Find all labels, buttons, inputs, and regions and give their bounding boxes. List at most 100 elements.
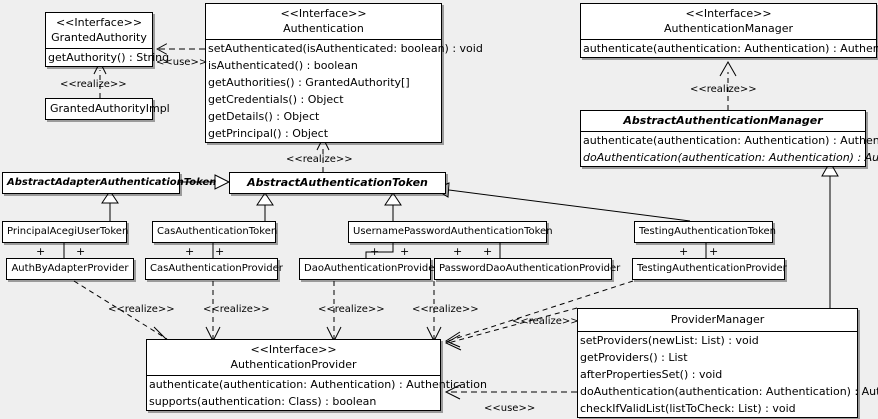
assoc-plus-mark: + — [453, 245, 463, 258]
class-name-label: UsernamePasswordAuthenticationToken — [353, 226, 553, 237]
operation-row: setAuthenticated(isAuthenticated: boolea… — [208, 42, 483, 55]
class-name-label: AuthenticationProvider — [230, 358, 357, 371]
class-password-dao-authentication-provider[interactable]: PasswordDaoAuthenticationProvider — [434, 258, 621, 280]
class-header: CasAuthenticationToken — [153, 222, 278, 242]
class-dao-authentication-provider[interactable]: DaoAuthenticationProvider — [299, 258, 439, 280]
class-header: AbstractAuthenticationToken — [230, 173, 445, 193]
edge-generalization-principalacegiusertoken — [101, 190, 119, 221]
operation-row: authenticate(authentication: Authenticat… — [583, 134, 878, 147]
class-header: UsernamePasswordAuthenticationToken — [349, 222, 553, 242]
class-name-label: AuthByAdapterProvider — [11, 263, 129, 274]
class-header: DaoAuthenticationProvider — [300, 259, 439, 279]
edge-generalization-testingauthenticationtoken — [433, 182, 691, 222]
assoc-plus-mark: + — [76, 245, 86, 258]
operation-row: doAuthentication(authentication: Authent… — [583, 151, 878, 164]
divider — [581, 131, 865, 132]
operations-compartment: authenticate(authentication: Authenticat… — [147, 376, 487, 410]
class-header: PrincipalAcegiUserToken — [3, 222, 129, 242]
class-header: <<Interface>> Authentication — [206, 4, 441, 39]
edge-label-realize-grantedauthorityimpl: <<realize>> — [60, 79, 127, 90]
stereotype-label: <<Interface>> — [55, 16, 143, 29]
class-name-label: DaoAuthenticationProvider — [304, 263, 439, 274]
operation-row: isAuthenticated() : boolean — [208, 59, 358, 72]
class-name-label: CasAuthenticationToken — [157, 226, 278, 237]
operation-row: getAuthority() : String — [48, 51, 170, 64]
assoc-plus-mark: + — [36, 245, 46, 258]
stereotype-label: <<Interface>> — [280, 7, 367, 20]
class-abstract-authentication-token[interactable]: AbstractAuthenticationToken — [229, 172, 446, 194]
operation-row: checkIfValidList(listToCheck: List) : vo… — [580, 402, 796, 415]
class-testing-authentication-provider[interactable]: TestingAuthenticationProvider — [632, 258, 787, 280]
stereotype-label: <<Interface>> — [250, 343, 337, 356]
edge-label-realize-providermanager: <<realize>> — [512, 316, 579, 327]
class-auth-by-adapter-provider[interactable]: AuthByAdapterProvider — [6, 258, 134, 280]
class-name-label: PasswordDaoAuthenticationProvider — [439, 263, 621, 274]
operation-row: getDetails() : Object — [208, 110, 320, 123]
edge-label-realize-daoauthenticationprovider: <<realize>> — [318, 304, 385, 315]
class-name-label: PrincipalAcegiUserToken — [7, 226, 129, 237]
assoc-plus-mark: + — [483, 245, 493, 258]
class-cas-authentication-token[interactable]: CasAuthenticationToken — [152, 221, 278, 243]
operation-row: doAuthentication(authentication: Authent… — [580, 385, 878, 398]
assoc-plus-mark: + — [370, 245, 380, 258]
class-name-label: GrantedAuthorityImpl — [50, 102, 170, 115]
class-abstract-authentication-manager[interactable]: AbstractAuthenticationManager authentica… — [580, 110, 878, 167]
edge-label-realize-passworddaoauthenticationprovider: <<realize>> — [412, 304, 479, 315]
class-principal-acegi-user-token[interactable]: PrincipalAcegiUserToken — [2, 221, 129, 243]
operation-row: afterPropertiesSet() : void — [580, 368, 723, 381]
edge-generalization-usernamepasswordtoken — [384, 192, 402, 221]
class-name-label: TestingAuthenticationProvider — [637, 263, 787, 274]
class-name-label: GrantedAuthority — [51, 31, 147, 44]
operation-row: getAuthorities() : GrantedAuthority[] — [208, 76, 410, 89]
operations-compartment: authenticate(authentication: Authenticat… — [581, 132, 878, 166]
class-authentication[interactable]: <<Interface>> Authentication setAuthenti… — [205, 3, 483, 143]
class-provider-manager[interactable]: ProviderManager setProviders(newList: Li… — [577, 308, 878, 418]
class-name-label: AbstractAuthenticationToken — [247, 176, 428, 189]
edge-label-realize-abstractauthenticationtoken: <<realize>> — [286, 154, 353, 165]
class-name-label: AbstractAuthenticationManager — [623, 114, 823, 127]
divider — [147, 375, 440, 376]
operation-row: setProviders(newList: List) : void — [580, 334, 759, 347]
divider — [206, 39, 441, 40]
class-abstract-adapter-authentication-token[interactable]: AbstractAdapterAuthenticationToken — [2, 172, 217, 194]
class-name-label: TestingAuthenticationToken — [639, 226, 777, 237]
edge-generalization-casauthenticationtoken — [256, 192, 274, 221]
class-authentication-manager[interactable]: <<Interface>> AuthenticationManager auth… — [580, 3, 878, 58]
class-cas-authentication-provider[interactable]: CasAuthenticationProvider — [145, 258, 283, 280]
class-name-label: AuthenticationManager — [664, 22, 793, 35]
operations-compartment: authenticate(authentication: Authenticat… — [581, 40, 878, 57]
class-username-password-authentication-token[interactable]: UsernamePasswordAuthenticationToken — [348, 221, 553, 243]
class-header: PasswordDaoAuthenticationProvider — [435, 259, 621, 279]
class-authentication-provider[interactable]: <<Interface>> AuthenticationProvider aut… — [146, 339, 487, 411]
class-testing-authentication-token[interactable]: TestingAuthenticationToken — [634, 221, 777, 243]
class-header: GrantedAuthorityImpl — [46, 99, 170, 119]
class-header: AuthByAdapterProvider — [7, 259, 133, 279]
class-header: TestingAuthenticationProvider — [633, 259, 787, 279]
class-header: CasAuthenticationProvider — [146, 259, 283, 279]
edge-label-use-authentication-grantedauthority: <<use>> — [156, 57, 208, 68]
assoc-plus-mark: + — [215, 245, 225, 258]
assoc-plus-mark: + — [400, 245, 410, 258]
operation-row: getProviders() : List — [580, 351, 688, 364]
class-name-label: CasAuthenticationProvider — [150, 263, 283, 274]
class-name-label: ProviderManager — [670, 313, 765, 326]
class-header: AbstractAdapterAuthenticationToken — [3, 173, 217, 193]
class-header: <<Interface>> AuthenticationManager — [581, 4, 876, 39]
class-header: AbstractAuthenticationManager — [581, 111, 865, 131]
edge-generalization-providermanager — [821, 160, 839, 308]
class-granted-authority-impl[interactable]: GrantedAuthorityImpl — [45, 98, 170, 120]
class-granted-authority[interactable]: <<Interface>> GrantedAuthority getAuthor… — [45, 12, 170, 67]
class-header: ProviderManager — [578, 309, 857, 331]
class-header: TestingAuthenticationToken — [635, 222, 777, 242]
edge-label-realize-casauthenticationprovider: <<realize>> — [203, 304, 270, 315]
divider — [581, 39, 876, 40]
operation-row: getPrincipal() : Object — [208, 127, 329, 140]
class-name-label: AbstractAdapterAuthenticationToken — [7, 177, 217, 188]
class-header: <<Interface>> AuthenticationProvider — [147, 340, 440, 375]
operations-compartment: getAuthority() : String — [46, 49, 170, 66]
operations-compartment: setProviders(newList: List) : void getPr… — [578, 332, 878, 417]
edge-label-realize-authbyadapterprovider: <<realize>> — [108, 304, 175, 315]
operation-row: supports(authentication: Class) : boolea… — [149, 395, 377, 408]
assoc-plus-mark: + — [679, 245, 689, 258]
divider — [578, 331, 857, 332]
